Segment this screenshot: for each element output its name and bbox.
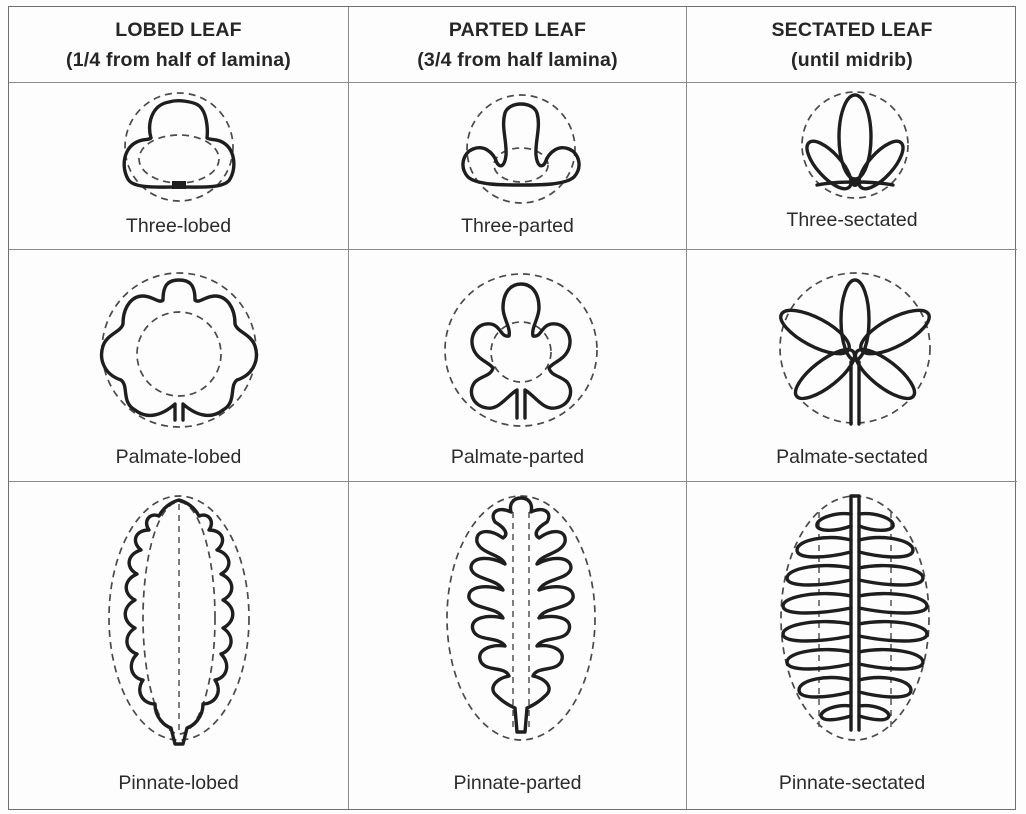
header-parted-subtitle: (3/4 from half lamina) <box>417 45 618 75</box>
label-palmate-parted: Palmate-parted <box>349 446 686 469</box>
header-parted: PARTED LEAF (3/4 from half lamina) <box>349 7 687 83</box>
label-palmate-lobed: Palmate-lobed <box>9 446 348 469</box>
cell-three-lobed: Three-lobed <box>9 83 349 250</box>
pinnate-lobed-leaf-drawing <box>9 482 349 809</box>
header-sectated-title: SECTATED LEAF <box>771 15 932 45</box>
header-lobed-subtitle: (1/4 from half of lamina) <box>66 45 291 75</box>
cell-pinnate-parted: Pinnate-parted <box>349 482 687 809</box>
label-three-parted: Three-parted <box>349 215 686 238</box>
label-pinnate-lobed: Pinnate-lobed <box>9 772 348 795</box>
header-lobed-title: LOBED LEAF <box>115 15 242 45</box>
label-three-sectated: Three-sectated <box>687 209 1017 232</box>
header-sectated: SECTATED LEAF (until midrib) <box>687 7 1017 83</box>
header-sectated-subtitle: (until midrib) <box>791 45 913 75</box>
pinnate-sectated-leaf-drawing <box>687 482 1017 809</box>
cell-palmate-parted: Palmate-parted <box>349 250 687 482</box>
cell-palmate-sectated: Palmate-sectated <box>687 250 1017 482</box>
cell-pinnate-sectated: Pinnate-sectated <box>687 482 1017 809</box>
label-pinnate-parted: Pinnate-parted <box>349 772 686 795</box>
label-palmate-sectated: Palmate-sectated <box>687 446 1017 469</box>
leaf-division-table: LOBED LEAF (1/4 from half of lamina) PAR… <box>8 6 1016 810</box>
cell-palmate-lobed: Palmate-lobed <box>9 250 349 482</box>
cell-pinnate-lobed: Pinnate-lobed <box>9 482 349 809</box>
header-parted-title: PARTED LEAF <box>449 15 586 45</box>
header-lobed: LOBED LEAF (1/4 from half of lamina) <box>9 7 349 83</box>
pinnate-parted-leaf-drawing <box>349 482 687 809</box>
cell-three-parted: Three-parted <box>349 83 687 250</box>
cell-three-sectated: Three-sectated <box>687 83 1017 250</box>
label-pinnate-sectated: Pinnate-sectated <box>687 772 1017 795</box>
label-three-lobed: Three-lobed <box>9 215 348 238</box>
